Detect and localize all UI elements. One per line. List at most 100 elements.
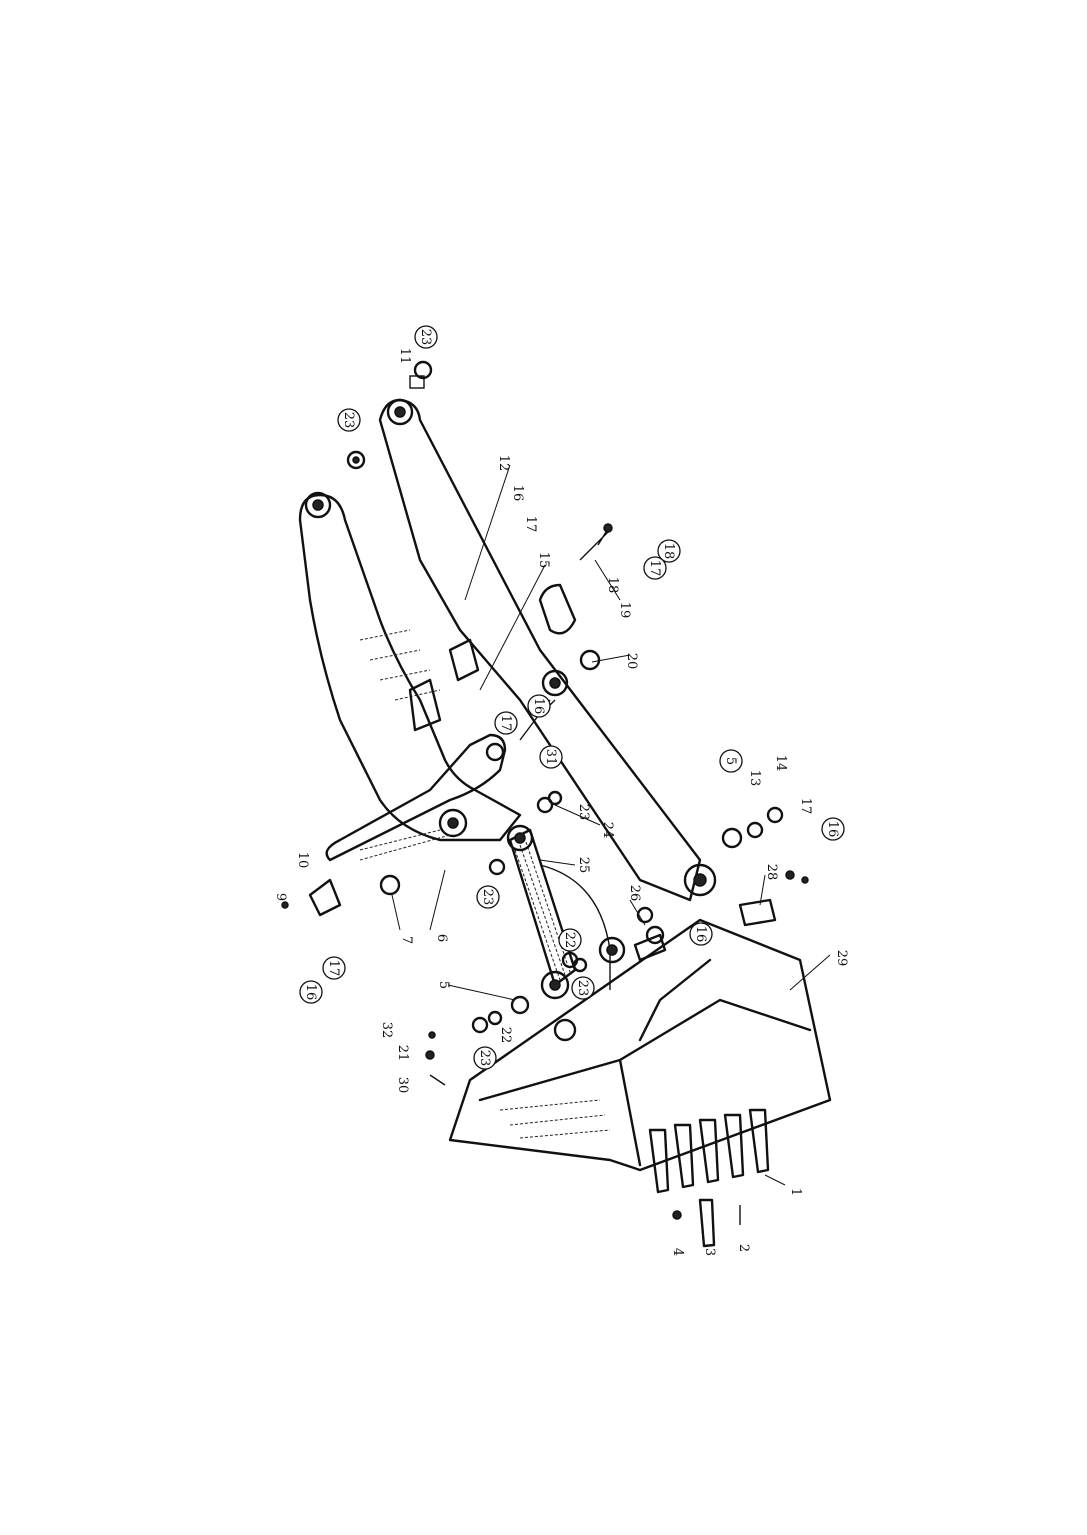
callout-16: 16 bbox=[299, 980, 323, 1004]
callout-2: 2 bbox=[736, 1244, 751, 1252]
pins-and-fasteners bbox=[281, 360, 809, 1086]
callout-number: 30 bbox=[395, 1077, 410, 1094]
callout-number: 6 bbox=[434, 934, 449, 942]
callout-number: 13 bbox=[747, 770, 762, 787]
callout-10: 10 bbox=[295, 852, 310, 869]
callout-number: 5 bbox=[436, 981, 451, 989]
callout-number: 12 bbox=[496, 455, 511, 472]
callout-23: 23 bbox=[576, 804, 591, 821]
callout-32: 32 bbox=[379, 1022, 394, 1039]
hydraulic-cylinder bbox=[506, 824, 611, 1000]
callout-17: 17 bbox=[798, 798, 813, 815]
callout-16: 16 bbox=[821, 817, 845, 841]
callout-24: 24 bbox=[600, 822, 615, 839]
callout-11: 11 bbox=[397, 348, 412, 365]
part-callouts: 1234567910161730213223222325242322232611… bbox=[273, 325, 849, 1256]
callout-ring bbox=[571, 976, 595, 1000]
callout-number: 23 bbox=[418, 329, 433, 346]
callout-number: 18 bbox=[661, 543, 676, 560]
callout-number: 17 bbox=[798, 798, 813, 815]
callout-4: 4 bbox=[670, 1248, 685, 1256]
callout-number: 29 bbox=[834, 950, 849, 967]
callout-16: 16 bbox=[527, 694, 551, 718]
callout-12: 12 bbox=[496, 455, 511, 472]
callout-19: 19 bbox=[617, 602, 632, 619]
callout-18: 18 bbox=[605, 577, 620, 594]
callout-6: 6 bbox=[434, 934, 449, 942]
callout-number: 15 bbox=[536, 552, 551, 569]
callout-20: 20 bbox=[624, 653, 639, 670]
callout-number: 9 bbox=[273, 893, 288, 901]
callout-number: 17 bbox=[647, 560, 662, 577]
callout-26: 26 bbox=[627, 885, 642, 902]
callout-ring bbox=[539, 745, 563, 769]
callout-number: 16 bbox=[510, 485, 525, 502]
callout-16: 16 bbox=[689, 922, 713, 946]
callout-number: 21 bbox=[395, 1045, 410, 1062]
callout-18: 18 bbox=[657, 539, 681, 563]
callout-number: 28 bbox=[764, 864, 779, 881]
bucket bbox=[448, 918, 832, 1172]
callout-number: 22 bbox=[562, 932, 577, 949]
callout-ring bbox=[657, 539, 681, 563]
callout-number: 14 bbox=[773, 755, 788, 772]
callout-number: 17 bbox=[523, 516, 538, 533]
callout-22: 22 bbox=[558, 928, 582, 952]
callout-9: 9 bbox=[273, 893, 288, 901]
callout-21: 21 bbox=[395, 1045, 410, 1062]
callout-number: 16 bbox=[531, 698, 546, 715]
callout-5: 5 bbox=[719, 749, 743, 773]
callout-ring bbox=[689, 922, 713, 946]
callout-ring bbox=[322, 956, 346, 980]
callout-number: 19 bbox=[617, 602, 632, 619]
callout-7: 7 bbox=[399, 936, 414, 944]
bucket-teeth bbox=[648, 1108, 770, 1248]
callout-25: 25 bbox=[576, 857, 591, 874]
callout-31: 31 bbox=[539, 745, 563, 769]
callout-number: 16 bbox=[693, 926, 708, 943]
callout-17: 17 bbox=[494, 711, 518, 735]
callout-13: 13 bbox=[747, 770, 762, 787]
callout-23: 23 bbox=[476, 885, 500, 909]
callout-ring bbox=[558, 928, 582, 952]
callout-number: 32 bbox=[379, 1022, 394, 1039]
callout-number: 10 bbox=[295, 852, 310, 869]
callout-ring bbox=[719, 749, 743, 773]
callout-number: 4 bbox=[670, 1248, 685, 1256]
callout-23: 23 bbox=[414, 325, 438, 349]
callout-number: 16 bbox=[825, 821, 840, 838]
callout-ring bbox=[643, 556, 667, 580]
callout-17: 17 bbox=[523, 516, 538, 533]
callout-3: 3 bbox=[702, 1248, 717, 1256]
callout-ring bbox=[473, 1046, 497, 1070]
callout-29: 29 bbox=[834, 950, 849, 967]
callout-number: 23 bbox=[575, 980, 590, 997]
callout-ring bbox=[821, 817, 845, 841]
leader-lines bbox=[391, 464, 831, 1186]
callout-number: 16 bbox=[303, 984, 318, 1001]
callout-number: 2 bbox=[736, 1244, 751, 1252]
callout-number: 20 bbox=[624, 653, 639, 670]
callout-number: 26 bbox=[627, 885, 642, 902]
callout-number: 25 bbox=[576, 857, 591, 874]
callout-23: 23 bbox=[337, 408, 361, 432]
callout-ring bbox=[476, 885, 500, 909]
callout-number: 17 bbox=[498, 715, 513, 732]
boom-arm bbox=[298, 398, 717, 902]
callout-number: 23 bbox=[341, 412, 356, 429]
callout-number: 23 bbox=[576, 804, 591, 821]
callout-5: 5 bbox=[436, 981, 451, 989]
callout-ring bbox=[337, 408, 361, 432]
callout-number: 23 bbox=[477, 1050, 492, 1067]
callout-17: 17 bbox=[643, 556, 667, 580]
callout-30: 30 bbox=[395, 1077, 410, 1094]
callout-number: 7 bbox=[399, 936, 414, 944]
callout-16: 16 bbox=[510, 485, 525, 502]
callout-ring bbox=[494, 711, 518, 735]
callout-14: 14 bbox=[773, 755, 788, 772]
callout-28: 28 bbox=[764, 864, 779, 881]
callout-number: 5 bbox=[723, 757, 738, 765]
callout-23: 23 bbox=[571, 976, 595, 1000]
callout-23: 23 bbox=[473, 1046, 497, 1070]
